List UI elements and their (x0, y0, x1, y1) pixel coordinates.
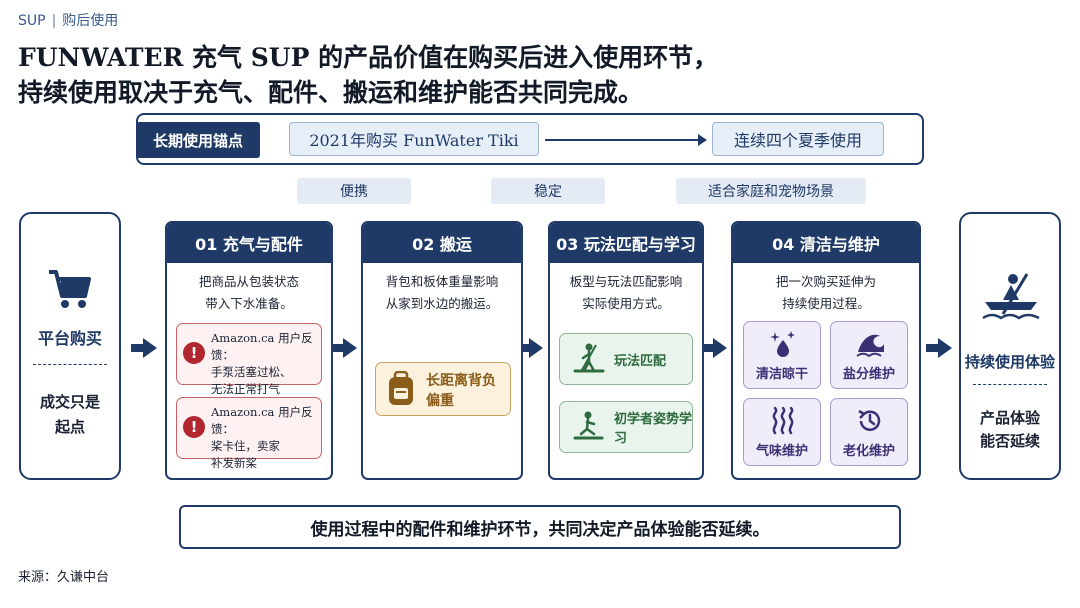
arrow-right-icon (545, 134, 707, 146)
left-box-divider (33, 364, 107, 365)
learning-item: 初学者姿势学习 (559, 401, 693, 453)
aging-clock-icon (858, 409, 881, 431)
feedback-source: Amazon.ca 用户反馈： (211, 331, 313, 362)
anchor-end: 连续四个夏季使用 (712, 122, 884, 156)
maintenance-odor: 气味维护 (743, 398, 821, 466)
feedback-line: 手泵活塞过松、 (211, 365, 292, 379)
alert-icon: ! (183, 342, 205, 364)
headline-line-1: FUNWATER 充气 SUP 的产品价值在购买后进入使用环节， (18, 43, 719, 72)
feedback-line: 无法正常打气 (211, 382, 280, 396)
breadcrumb-separator: | (51, 13, 57, 29)
card-inflation-accessories: 01 充气与配件 把商品从包装状态 带入下水准备。 ! Amazon.ca 用户… (165, 221, 333, 480)
maintenance-aging: 老化维护 (830, 398, 908, 466)
card-desc-line: 把商品从包装状态 (198, 274, 299, 289)
learner-icon (573, 411, 604, 440)
play-matching-item: 玩法匹配 (559, 333, 693, 385)
shopping-cart-icon (49, 270, 91, 308)
anchor-label: 长期使用锚点 (136, 122, 260, 158)
card-description: 板型与玩法匹配影响 实际使用方式。 (550, 271, 702, 315)
card-cleaning-maintenance: 04 清洁与维护 把一次购买延伸为 持续使用过程。 清洁晾干 盐分维护 气味维护 (731, 221, 921, 480)
card-description: 把商品从包装状态 带入下水准备。 (167, 271, 331, 315)
step-arrow-icon (701, 338, 727, 358)
backpack-icon (389, 371, 413, 405)
headline-line-2: 持续使用取决于充气、配件、搬运和维护能否共同完成。 (18, 78, 644, 107)
card-desc-line: 从家到水边的搬运。 (385, 296, 499, 311)
backpack-text: 长距离背负 偏重 (426, 371, 496, 411)
step-arrow-icon (331, 338, 357, 358)
feedback-line: 补发新桨 (211, 456, 257, 470)
left-box-text-2: 起点 (54, 418, 85, 436)
source-note: 来源：久谦中台 (18, 570, 110, 585)
odor-icon (772, 407, 794, 435)
card-desc-line: 带入下水准备。 (205, 296, 293, 311)
card-description: 背包和板体重量影响 从家到水边的搬运。 (363, 271, 521, 315)
anchor-start: 2021年购买 FunWater Tiki (289, 122, 539, 156)
feedback-line: 桨卡住，卖家 (211, 439, 280, 453)
maintenance-label: 盐分维护 (842, 367, 895, 382)
maintenance-salt: 盐分维护 (830, 321, 908, 389)
maintenance-label: 清洁晾干 (755, 367, 808, 382)
card-title: 03 玩法匹配与学习 (550, 223, 702, 263)
left-box-title: 平台购买 (37, 329, 102, 348)
tag-portable: 便携 (297, 178, 411, 204)
card-description: 把一次购买延伸为 持续使用过程。 (733, 271, 919, 315)
step-arrow-icon (517, 338, 543, 358)
right-box-title: 持续使用体验 (964, 353, 1055, 371)
wave-icon (856, 334, 884, 358)
sparkle-drop-icon (770, 331, 795, 357)
feedback-paddle: ! Amazon.ca 用户反馈： 桨卡住，卖家 补发新桨 (176, 397, 322, 470)
backpack-text-line: 长距离背负 (426, 373, 496, 389)
card-title: 01 充气与配件 (167, 223, 331, 263)
conclusion-banner: 使用过程中的配件和维护环节，共同决定产品体验能否延续。 (179, 505, 901, 549)
feedback-pump: ! Amazon.ca 用户反馈： 手泵活塞过松、 无法正常打气 (176, 323, 322, 396)
breadcrumb-section: SUP (18, 13, 46, 29)
tag-stable: 稳定 (491, 178, 605, 204)
right-box-continued-use: 持续使用体验 产品体验 能否延续 (959, 212, 1061, 480)
card-desc-line: 板型与玩法匹配影响 (569, 274, 683, 289)
card-desc-line: 把一次购买延伸为 (775, 274, 876, 289)
card-desc-line: 持续使用过程。 (782, 296, 870, 311)
backpack-text-line: 偏重 (426, 393, 454, 409)
step-arrow-icon (131, 338, 157, 358)
maintenance-label: 气味维护 (755, 444, 808, 459)
card-title: 04 清洁与维护 (733, 223, 919, 263)
card-title: 02 搬运 (363, 223, 521, 263)
left-box-text-1: 成交只是 (39, 393, 100, 411)
maintenance-label: 老化维护 (842, 444, 895, 459)
right-box-divider (973, 384, 1047, 385)
step-arrow-icon (926, 338, 952, 358)
paddleboard-icon (573, 343, 605, 373)
left-box-platform-purchase: 平台购买 成交只是 起点 (19, 212, 121, 480)
breadcrumb: SUP | 购后使用 (18, 10, 118, 30)
learning-label: 初学者姿势学习 (614, 412, 693, 446)
feedback-text: Amazon.ca 用户反馈： 桨卡住，卖家 补发新桨 (211, 404, 317, 472)
card-transport: 02 搬运 背包和板体重量影响 从家到水边的搬运。 长距离背负 偏重 (361, 221, 523, 480)
breadcrumb-sub: 购后使用 (62, 13, 119, 29)
backpack-item: 长距离背负 偏重 (375, 362, 511, 416)
paddling-icon (982, 273, 1040, 320)
feedback-source: Amazon.ca 用户反馈： (211, 405, 313, 436)
card-desc-line: 背包和板体重量影响 (385, 274, 499, 289)
alert-icon: ! (183, 416, 205, 438)
feedback-text: Amazon.ca 用户反馈： 手泵活塞过松、 无法正常打气 (211, 330, 317, 398)
maintenance-clean-dry: 清洁晾干 (743, 321, 821, 389)
card-play-matching: 03 玩法匹配与学习 板型与玩法匹配影响 实际使用方式。 玩法匹配 初学者姿势学… (548, 221, 704, 480)
right-box-text-1: 产品体验 (979, 409, 1040, 427)
tag-family-pet: 适合家庭和宠物场景 (676, 178, 866, 204)
right-box-text-2: 能否延续 (979, 432, 1040, 450)
play-matching-label: 玩法匹配 (614, 353, 667, 369)
card-desc-line: 实际使用方式。 (582, 296, 670, 311)
